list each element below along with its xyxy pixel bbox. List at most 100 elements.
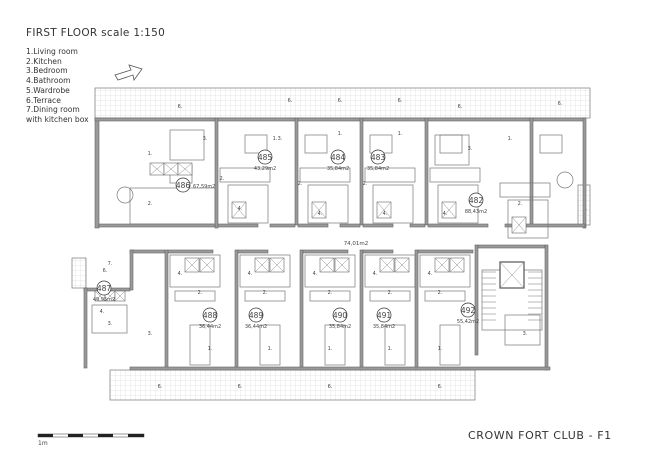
wall <box>477 244 546 249</box>
dining-table <box>116 186 134 204</box>
wardrobe-cross <box>177 162 193 176</box>
room-label: 1. <box>273 136 278 142</box>
sofa <box>324 324 346 366</box>
wardrobe-cross <box>184 257 200 273</box>
room-label: 4. <box>238 206 243 212</box>
bathroom <box>304 254 356 288</box>
wall <box>294 117 299 226</box>
wardrobe-cross <box>434 257 450 273</box>
terrace-label: 6. <box>288 98 293 104</box>
unit-area: 88,43m2 <box>465 209 487 215</box>
sofa <box>439 134 463 154</box>
wall <box>299 249 304 371</box>
room-label: 3. <box>468 146 473 152</box>
corridor-area: 74,01m2 <box>344 241 369 247</box>
sofa <box>259 324 281 366</box>
wall <box>409 223 426 228</box>
wall <box>424 117 429 226</box>
room-label: 4. <box>373 271 378 277</box>
kitchen-counter <box>174 290 216 302</box>
unit-number: 489 <box>249 311 264 320</box>
room-label: 2. <box>518 201 523 207</box>
wall <box>129 249 134 291</box>
legend-item: 3.Bedroom <box>26 66 68 76</box>
wall <box>129 249 166 254</box>
wardrobe-cross <box>149 162 165 176</box>
room-label: 4. <box>178 271 183 277</box>
wardrobe-cross <box>163 162 179 176</box>
room-label: 2. <box>298 181 303 187</box>
unit-number: 490 <box>333 311 348 320</box>
room-label: 4. <box>428 271 433 277</box>
terrace-label: 6. <box>338 98 343 104</box>
wall <box>297 223 329 228</box>
bathroom <box>307 184 349 224</box>
kitchen-counter <box>129 187 216 225</box>
wall <box>529 117 534 226</box>
unit-number: 486 <box>176 181 191 190</box>
room-label: 1. <box>148 151 153 157</box>
room-label: 3. <box>203 136 208 142</box>
wardrobe-cross <box>311 201 327 219</box>
unit-area: 55,42m2 <box>457 319 479 325</box>
sofa <box>304 134 328 154</box>
unit-number: 488 <box>203 311 218 320</box>
room-legend: 1.Living room 2.Kitchen 3.Bedroom 4.Bath… <box>26 47 89 125</box>
room-label: 1. <box>208 346 213 352</box>
terrace-label: 6. <box>438 384 443 390</box>
bathroom <box>239 254 291 288</box>
wall <box>414 249 419 371</box>
scale-bar-label: 1m <box>38 440 48 447</box>
unit-area: 43,29m2 <box>254 166 276 172</box>
wardrobe-cross <box>376 201 392 219</box>
wardrobe-cross <box>199 257 215 273</box>
unit-number-badge <box>96 280 112 296</box>
wardrobe-cross <box>269 257 285 273</box>
unit-area: 35,84m2 <box>373 324 395 330</box>
project-title: CROWN FORT CLUB - F1 <box>468 429 612 442</box>
room-label: 2. <box>220 176 225 182</box>
unit-number-badge <box>332 307 348 323</box>
room-label: 4. <box>248 271 253 277</box>
legend-item: 1.Living room <box>26 47 78 56</box>
unit-area: 67,59m2 <box>193 184 215 190</box>
wall <box>544 244 549 371</box>
wardrobe-cross <box>379 257 395 273</box>
unit-number: 487 <box>97 284 112 293</box>
scale-bar <box>37 433 145 438</box>
sofa <box>384 324 406 366</box>
wall <box>98 223 216 228</box>
bathroom <box>419 254 471 288</box>
wall <box>237 249 269 254</box>
terrace-label: 6. <box>238 384 243 390</box>
unit-number: 482 <box>469 196 484 205</box>
wardrobe-cross <box>231 201 247 219</box>
terrace-bottom <box>109 369 476 401</box>
room-label: 1. <box>398 131 403 137</box>
unit-number-badge <box>330 149 346 165</box>
unit-number-badge <box>175 177 191 193</box>
unit-number: 483 <box>371 153 386 162</box>
terrace-side-left <box>71 257 87 289</box>
sofa <box>439 324 461 366</box>
room-label: 1. <box>268 346 273 352</box>
room-label: 7. <box>108 261 113 267</box>
terrace-label: 6. <box>458 104 463 110</box>
room-label: 2. <box>363 181 368 187</box>
sofa <box>189 324 211 366</box>
wall <box>129 366 551 371</box>
wall <box>83 287 88 369</box>
wall <box>427 223 489 228</box>
room-label: 3. <box>523 331 528 337</box>
room-label: 3. <box>278 136 283 142</box>
room-label: 3. <box>108 321 113 327</box>
unit-number: 484 <box>331 153 346 162</box>
wardrobe-cross <box>394 257 410 273</box>
room-label: 1. <box>388 346 393 352</box>
room-label: 1. <box>328 346 333 352</box>
room-label: 4. <box>318 211 323 217</box>
unit-area: 35,84m2 <box>367 166 389 172</box>
wall <box>417 249 474 254</box>
sofa <box>539 134 563 154</box>
room-label: 1. <box>338 131 343 137</box>
